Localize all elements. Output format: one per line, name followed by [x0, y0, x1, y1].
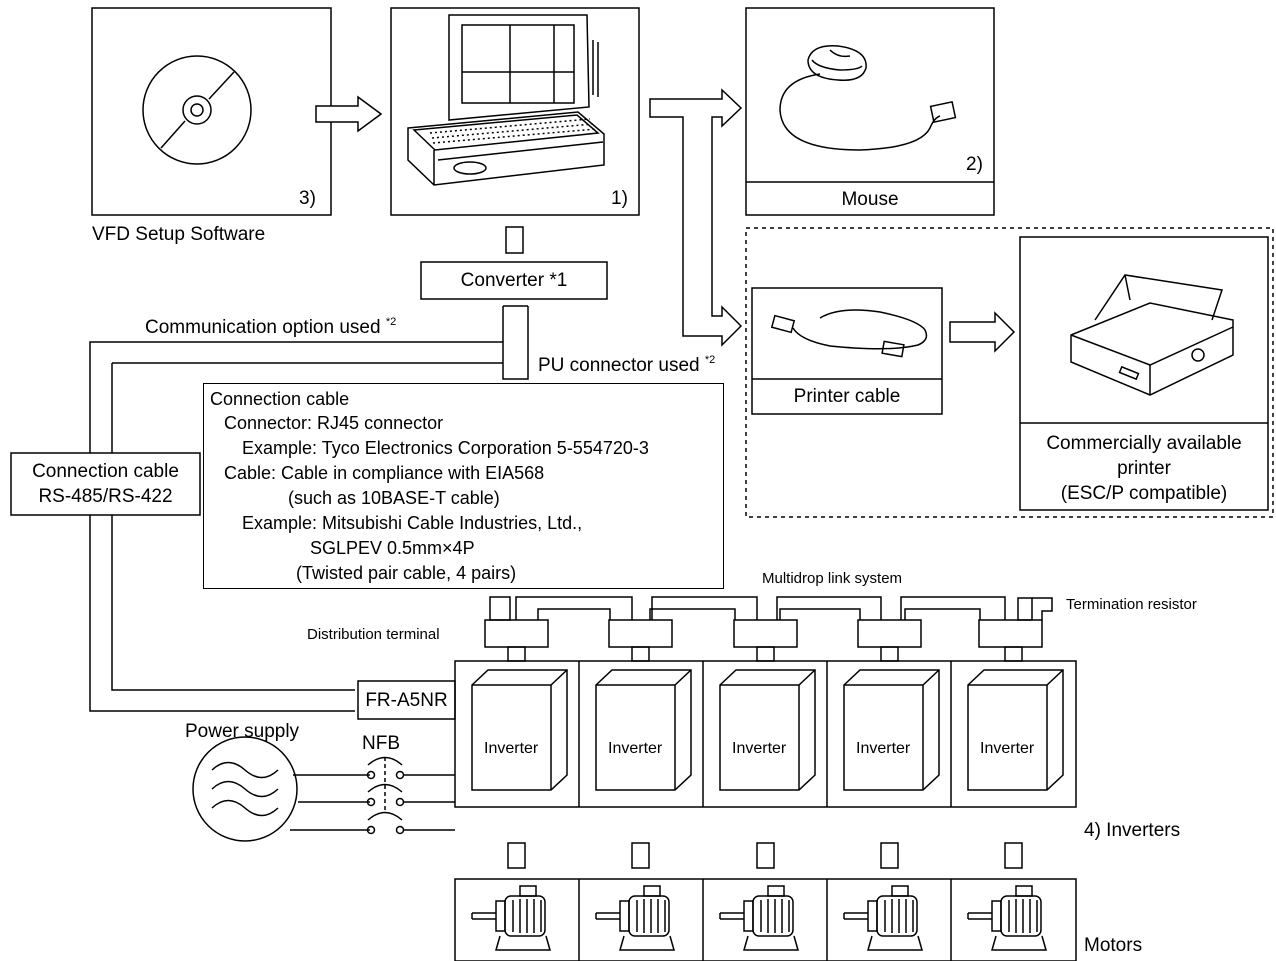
nfb-breaker — [366, 756, 405, 835]
distribution-label: Distribution terminal — [307, 626, 440, 643]
nfb-label: NFB — [362, 733, 400, 754]
arrow-icon — [315, 95, 383, 133]
printer-icon — [1070, 274, 1234, 396]
distribution-terminals — [484, 596, 1043, 648]
info-line: Cable: Cable in compliance with EIA568 — [224, 463, 545, 483]
inverter-label: Inverter — [732, 740, 787, 757]
info-line: Connector: RJ45 connector — [224, 413, 444, 433]
inverter-units — [471, 669, 1064, 791]
multidrop-link — [515, 596, 1053, 620]
conn-cable-label-line1: Connection cable — [32, 461, 179, 482]
multidrop-label: Multidrop link system — [762, 570, 903, 587]
inverter-row — [454, 660, 1077, 808]
computer-box — [390, 7, 640, 216]
label-num-1: 1) — [611, 188, 628, 209]
ac-source-icon — [192, 736, 298, 842]
laptop-icon — [407, 14, 605, 186]
mouse-label: Mouse — [841, 189, 899, 210]
inverter-label: Inverter — [856, 740, 911, 757]
inverter-label: Inverter — [608, 740, 663, 757]
fr-a5nr-box — [357, 680, 456, 720]
terminal-connectors — [507, 646, 1023, 662]
arrow-icon — [949, 311, 1016, 353]
converter-box — [420, 261, 608, 300]
peripheral-connector — [649, 88, 743, 347]
printer-label-line3: (ESC/P compatible) — [1060, 483, 1228, 504]
printer-label-line1: Commercially available — [1046, 433, 1242, 454]
power-supply-label: Power supply — [185, 721, 300, 742]
mouse-box — [745, 7, 995, 216]
motor-icon — [471, 885, 1047, 951]
laptop-port — [505, 226, 524, 254]
motors-label: Motors — [1084, 935, 1143, 956]
motor-row — [454, 878, 1077, 961]
pu-connector-label: PU connector used *2 — [538, 354, 716, 376]
termination-label: Termination resistor — [1066, 596, 1197, 613]
info-line: (such as 10BASE-T cable) — [288, 488, 500, 508]
printer-box — [1019, 236, 1269, 511]
vfd-setup-label: VFD Setup Software — [92, 224, 266, 245]
printer-cable-box — [751, 287, 943, 415]
inverter-label: Inverter — [484, 740, 539, 757]
comm-option-label: Communication option used *2 — [145, 316, 397, 338]
printer-cable-label: Printer cable — [793, 386, 901, 407]
cd-rom-icon — [142, 55, 252, 165]
label-num-2: 2) — [966, 154, 983, 175]
info-line: Connection cable — [210, 389, 350, 409]
connection-cable-box — [10, 452, 201, 516]
mouse-icon — [779, 45, 957, 151]
label-num-3: 3) — [299, 188, 316, 209]
converter-label: Converter *1 — [460, 270, 568, 291]
info-line: Example: Mitsubishi Cable Industries, Lt… — [242, 513, 583, 533]
info-line: SGLPEV 0.5mm×4P — [310, 538, 475, 558]
connection-cable-info: Connection cable Connector: RJ45 connect… — [203, 383, 724, 589]
info-line: Example: Tyco Electronics Corporation 5-… — [242, 438, 649, 458]
motor-connectors — [507, 842, 1023, 869]
info-line: (Twisted pair cable, 4 pairs) — [296, 563, 517, 583]
printer-label-line2: printer — [1117, 458, 1171, 479]
conn-cable-label-line2: RS-485/RS-422 — [38, 486, 173, 507]
inverter-label: Inverter — [980, 740, 1035, 757]
fr-a5nr-label: FR-A5NR — [365, 690, 448, 711]
power-lines — [290, 774, 455, 831]
inverters-label: 4) Inverters — [1084, 820, 1181, 841]
printer-cable-icon — [770, 309, 928, 358]
